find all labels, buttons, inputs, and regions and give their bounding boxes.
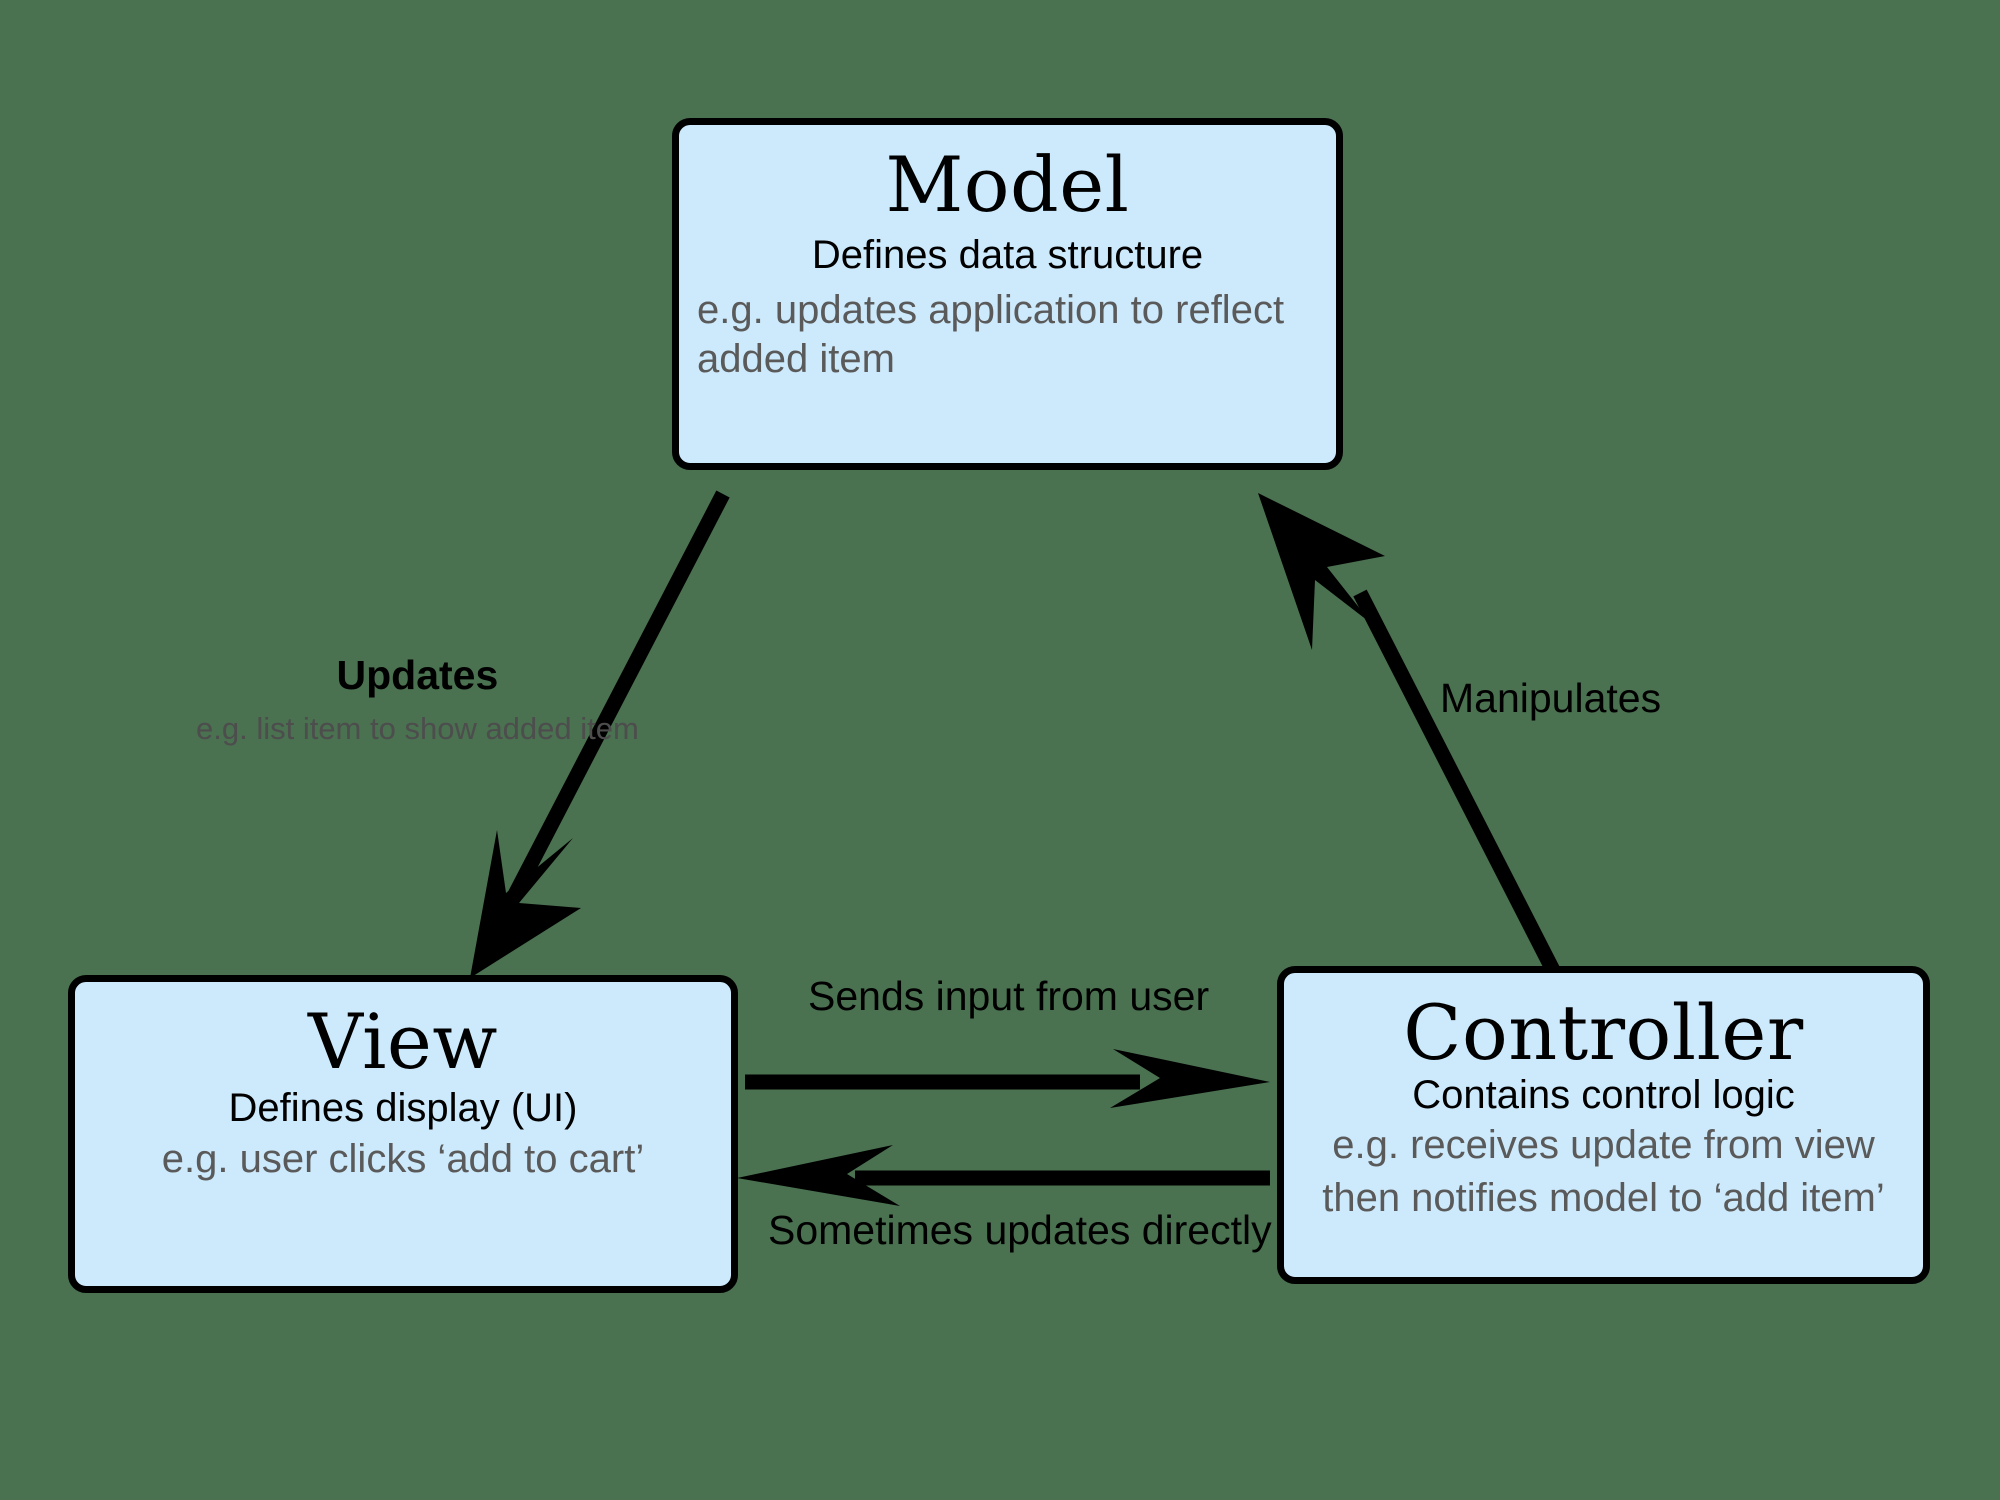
edge-controller-to-view	[737, 1145, 1270, 1206]
edge-label-sometimes-updates-directly: Sometimes updates directly	[768, 1210, 1272, 1251]
edge-label-manipulates-title: Manipulates	[1440, 675, 1662, 721]
node-view-title: View	[308, 997, 498, 1086]
node-model-title: Model	[885, 140, 1130, 229]
node-view-subtitle: Defines display (UI)	[228, 1086, 578, 1130]
edge-controller-to-model	[1258, 493, 1564, 982]
node-model[interactable]: Model Defines data structure e.g. update…	[672, 118, 1343, 470]
edge-model-to-view	[470, 490, 730, 978]
node-model-example: e.g. updates application to reflect adde…	[697, 287, 1285, 381]
node-controller-title: Controller	[1403, 988, 1804, 1077]
edge-view-to-controller	[745, 1049, 1270, 1108]
node-model-subtitle: Defines data structure	[811, 233, 1204, 277]
edge-label-updates-sublabel: e.g. list item to show added item	[196, 711, 639, 746]
edge-label-updates-title: Updates	[336, 652, 499, 698]
node-view-example: e.g. user clicks ‘add to cart’	[161, 1136, 645, 1181]
edge-label-sends-input: Sends input from user	[808, 976, 1209, 1017]
node-controller-example-line1: e.g. receives update from view	[1332, 1122, 1875, 1167]
edge-label-manipulates: Manipulates	[1440, 678, 1661, 719]
node-view[interactable]: View Defines display (UI) e.g. user clic…	[68, 975, 738, 1293]
node-controller-example-line2: then notifies model to ‘add item’	[1322, 1175, 1885, 1220]
edge-label-sends-input-title: Sends input from user	[808, 973, 1210, 1019]
edge-label-updates: Updates e.g. list item to show added ite…	[196, 652, 639, 746]
node-controller-subtitle: Contains control logic	[1412, 1073, 1795, 1117]
node-controller[interactable]: Controller Contains control logic e.g. r…	[1277, 966, 1930, 1284]
edge-label-sometimes-updates-directly-title: Sometimes updates directly	[768, 1207, 1272, 1253]
